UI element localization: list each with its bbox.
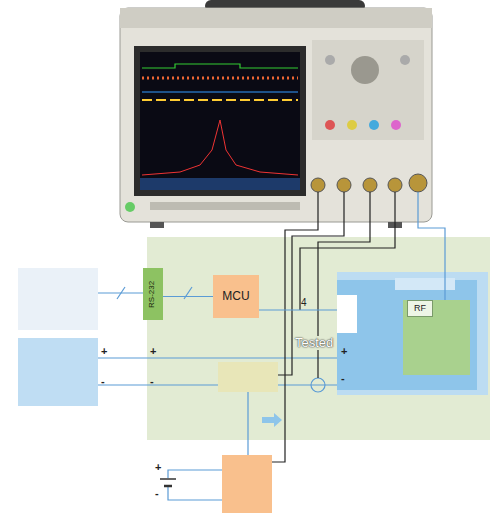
trace <box>142 77 298 80</box>
current-sense-box <box>218 362 278 392</box>
node-label: RS-232 <box>149 280 158 307</box>
knob <box>369 120 379 130</box>
battery-symbol <box>164 485 172 488</box>
rf-cable <box>418 192 445 300</box>
knob <box>325 55 335 65</box>
dut-board <box>337 280 477 390</box>
rf-box: RF <box>407 300 433 317</box>
bnc-connector <box>311 178 325 192</box>
polarity-sign: - <box>341 373 345 384</box>
dut-housing <box>337 272 488 395</box>
knob <box>391 120 401 130</box>
pc-box <box>18 268 98 330</box>
bnc-connector <box>363 178 377 192</box>
wire <box>247 392 248 455</box>
scope-menu-bar <box>140 178 300 190</box>
scope-panel <box>312 40 424 140</box>
node-label: MCU <box>222 290 249 303</box>
current-probe <box>311 378 325 392</box>
bus-connector <box>259 310 337 311</box>
polarity-sign: + <box>101 346 107 357</box>
mcu-box: MCU <box>213 275 259 318</box>
polarity-sign: - <box>101 376 105 387</box>
polarity-sign: + <box>155 462 161 473</box>
scope-buttons <box>150 202 300 210</box>
flow-arrow <box>262 413 282 427</box>
scope-body <box>120 8 432 222</box>
knob <box>347 120 357 130</box>
serial-port-box: RS-232 <box>143 268 163 320</box>
scope-top-strip <box>120 8 432 28</box>
node-label: RF <box>414 304 426 314</box>
dut-strip <box>395 278 455 290</box>
ground-wire <box>98 384 218 385</box>
wire <box>168 487 222 500</box>
scope-foot <box>150 222 164 228</box>
polarity-sign: + <box>150 346 156 357</box>
bus-width-label: 4 <box>301 297 307 308</box>
trace <box>142 64 298 68</box>
rf-connector <box>409 174 427 192</box>
knob <box>325 120 335 130</box>
connector-line <box>163 296 213 297</box>
polarity-sign: - <box>155 488 159 499</box>
node-label: Tested <box>293 336 335 350</box>
device-under-test: TestedRF <box>337 272 488 395</box>
power-wire <box>98 357 337 358</box>
spectrum-trace <box>142 120 298 175</box>
connector-line <box>259 309 337 310</box>
trace <box>142 99 298 101</box>
ground-wire <box>278 384 337 385</box>
polarity-sign: + <box>341 346 347 357</box>
bnc-connector <box>337 178 351 192</box>
probe-wire <box>300 192 395 310</box>
battery-symbol <box>160 478 176 480</box>
bus-slash <box>117 287 125 299</box>
polarity-sign: - <box>150 376 154 387</box>
load-box <box>222 455 272 513</box>
dut-port <box>337 295 357 333</box>
bnc-connector <box>388 178 402 192</box>
knob <box>400 55 410 65</box>
bus-connector <box>163 296 213 297</box>
power-button <box>125 202 135 212</box>
bus-slash <box>184 287 192 299</box>
wire <box>168 470 222 478</box>
probe-wire <box>278 192 344 375</box>
scope-screen <box>140 52 300 190</box>
probe-wire <box>272 192 318 462</box>
knob <box>351 56 379 84</box>
trace <box>142 92 298 93</box>
rf-module <box>403 300 470 375</box>
scope-bezel <box>134 46 306 196</box>
power-supply-box <box>18 338 98 406</box>
